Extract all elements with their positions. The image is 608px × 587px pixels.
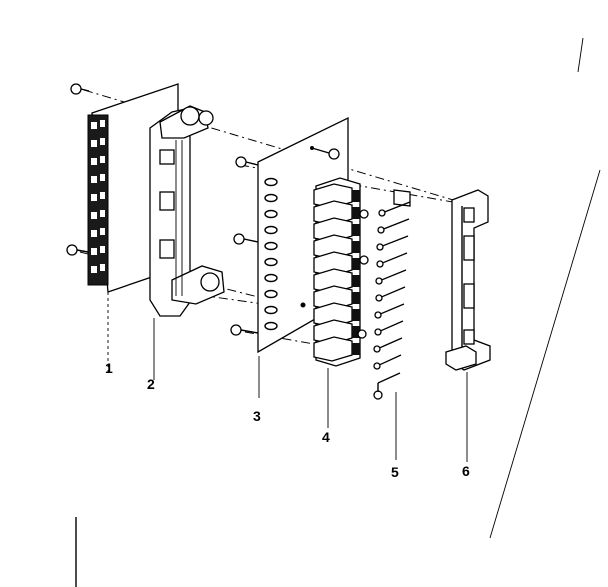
scan-edge-lines bbox=[75, 37, 601, 587]
screw-lower-left bbox=[66, 244, 89, 256]
part-5-contact-pins bbox=[373, 189, 411, 460]
part-4-connector-block bbox=[313, 177, 369, 428]
callout-part-5: 5 bbox=[391, 464, 399, 480]
part-1-contact-strip bbox=[87, 114, 109, 286]
part-2-mounting-bracket bbox=[149, 105, 225, 380]
part-3-board-holes bbox=[264, 177, 306, 331]
screw-board-middle bbox=[233, 233, 259, 245]
callout-part-3: 3 bbox=[253, 408, 261, 424]
screw-upper-left bbox=[70, 83, 90, 95]
part-6-end-bracket bbox=[445, 189, 491, 462]
callout-part-4: 4 bbox=[322, 429, 330, 445]
part-5-pin-row bbox=[373, 201, 411, 400]
screw-board-top bbox=[235, 156, 259, 168]
screw-board-bottom bbox=[230, 324, 259, 336]
part-4-connector-cells bbox=[313, 183, 369, 362]
screw-board-rear bbox=[310, 146, 340, 160]
callout-part-6: 6 bbox=[462, 463, 470, 479]
callout-part-1: 1 bbox=[105, 360, 113, 376]
callout-part-2: 2 bbox=[147, 376, 155, 392]
